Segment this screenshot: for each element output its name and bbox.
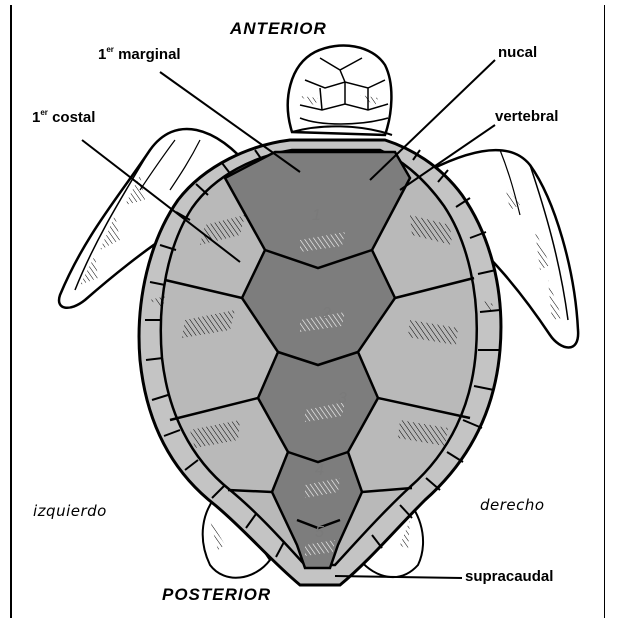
label-vertebral: vertebral <box>495 108 558 125</box>
label-nucal: nucal <box>498 44 537 61</box>
label-supracaudal: supracaudal <box>465 568 553 585</box>
label-first-costal: 1er costal <box>32 108 95 126</box>
label-first-costal-ordinal: 1er <box>32 109 48 126</box>
label-anterior: ANTERIOR <box>230 19 327 39</box>
label-first-marginal-text: marginal <box>118 46 181 63</box>
label-izquierdo: izquierdo <box>33 502 107 520</box>
vertebral-number-4: 4 <box>315 462 324 479</box>
label-posterior: POSTERIOR <box>162 585 271 605</box>
label-first-marginal: 1er marginal <box>98 45 181 63</box>
turtle-head <box>288 46 392 135</box>
label-first-costal-text: costal <box>52 109 95 126</box>
label-first-marginal-ordinal: 1er <box>98 46 114 63</box>
vertebral-number-3: 3 <box>338 390 347 407</box>
vertebral-number-1: 1 <box>312 207 321 224</box>
vertebral-number-2: 2 <box>321 305 331 322</box>
label-derecho: derecho <box>480 496 545 514</box>
vertebral-number-5: 5 <box>315 524 324 541</box>
